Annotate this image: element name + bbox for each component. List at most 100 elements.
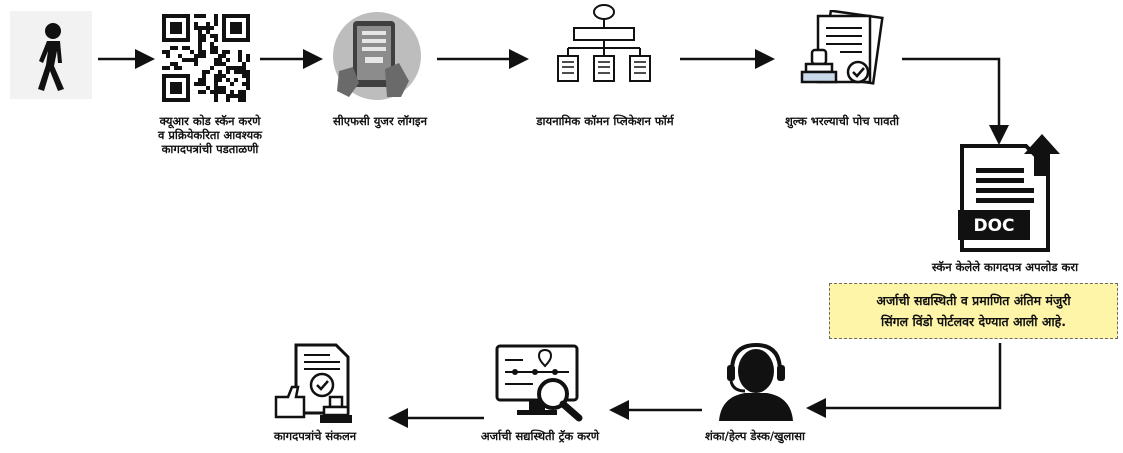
qr-module	[198, 14, 202, 18]
qr-module	[214, 86, 218, 90]
qr-module	[206, 22, 210, 26]
qr-module	[238, 70, 242, 74]
qr-module	[226, 94, 230, 98]
qr-module	[186, 58, 190, 62]
qr-module	[198, 50, 202, 54]
qr-module	[202, 50, 206, 54]
qr-module	[210, 42, 214, 46]
login-step-label: सीएफसी युजर लॉगइन	[333, 114, 427, 128]
form-step-label: डायनामिक कॉमन प्लिकेशन फॉर्म	[536, 114, 674, 128]
qr-module	[206, 70, 210, 74]
qr-module	[162, 66, 166, 70]
qr-module	[230, 82, 234, 86]
qr-module	[214, 38, 218, 42]
headset-support-icon	[715, 341, 797, 421]
qr-module	[238, 94, 242, 98]
qr-module	[202, 74, 206, 78]
qr-module	[218, 78, 222, 82]
qr-module	[162, 50, 166, 54]
tablet-login-icon	[329, 11, 425, 101]
qr-module	[242, 90, 246, 94]
qr-module	[214, 78, 218, 82]
qr-module	[202, 26, 206, 30]
qr-module	[242, 62, 246, 66]
qr-module	[226, 66, 230, 70]
qr-module	[218, 90, 222, 94]
qr-module	[238, 58, 242, 62]
qr-module	[194, 22, 198, 26]
qr-module	[202, 54, 206, 58]
qr-module	[222, 62, 226, 66]
qr-module	[186, 46, 190, 50]
org-chart-form-icon	[556, 4, 652, 84]
qr-module	[234, 66, 238, 70]
qr-module	[218, 70, 222, 74]
qr-step-label: क्यूआर कोड स्कॅन करणे व प्रक्रियेकरिता आ…	[157, 114, 262, 156]
qr-module	[198, 46, 202, 50]
qr-module	[194, 58, 198, 62]
qr-module	[226, 50, 230, 54]
qr-module	[214, 62, 218, 66]
qr-module	[214, 14, 218, 18]
qr-module	[198, 54, 202, 58]
qr-module	[202, 70, 206, 74]
qr-module	[230, 90, 234, 94]
qr-module	[166, 54, 170, 58]
qr-module	[246, 70, 250, 74]
qr-module	[234, 94, 238, 98]
qr-module	[222, 90, 226, 94]
qr-module	[210, 90, 214, 94]
qr-module	[214, 82, 218, 86]
qr-module	[218, 74, 222, 78]
qr-module	[210, 34, 214, 38]
qr-module	[194, 62, 198, 66]
qr-module	[222, 86, 226, 90]
qr-module	[226, 98, 230, 102]
qr-module	[218, 58, 222, 62]
qr-module	[246, 78, 250, 82]
qr-module	[174, 62, 178, 66]
qr-module	[194, 14, 198, 18]
qr-module	[226, 70, 230, 74]
qr-module	[230, 66, 234, 70]
qr-module	[210, 46, 214, 50]
qr-module	[238, 98, 242, 102]
qr-module	[214, 74, 218, 78]
qr-code-icon	[162, 14, 250, 102]
qr-module	[242, 66, 246, 70]
qr-module	[194, 26, 198, 30]
qr-module	[202, 14, 206, 18]
qr-module	[202, 34, 206, 38]
qr-module	[218, 54, 222, 58]
doc-badge-text: DOC	[973, 216, 1014, 236]
qr-module	[206, 26, 210, 30]
qr-module	[198, 26, 202, 30]
compile-step-label: कागदपत्रांचे संकलन	[273, 429, 357, 443]
qr-module	[170, 46, 174, 50]
qr-module	[214, 90, 218, 94]
qr-module	[174, 46, 178, 50]
stamped-document-icon	[800, 9, 886, 96]
qr-module	[198, 82, 202, 86]
qr-module	[246, 58, 250, 62]
qr-module	[190, 50, 194, 54]
walking-person-icon	[10, 11, 92, 99]
qr-module	[174, 66, 178, 70]
qr-module	[234, 70, 238, 74]
qr-module	[202, 38, 206, 42]
qr-module	[178, 66, 182, 70]
approval-note-line-2: सिंगल विंडो पोर्टलवर देण्यात आली आहे.	[880, 314, 1067, 329]
track-step-label: अर्जाची सद्यस्थिती ट्रॅक करणे	[480, 429, 600, 443]
qr-module	[170, 62, 174, 66]
arrow-note-to-helpdesk	[806, 343, 1002, 418]
qr-module	[242, 98, 246, 102]
qr-module	[242, 82, 246, 86]
qr-module	[210, 66, 214, 70]
qr-module	[242, 94, 246, 98]
qr-module	[214, 50, 218, 54]
qr-module	[238, 54, 242, 58]
qr-module	[246, 54, 250, 58]
qr-module	[230, 94, 234, 98]
qr-module	[210, 50, 214, 54]
qr-module	[218, 86, 222, 90]
